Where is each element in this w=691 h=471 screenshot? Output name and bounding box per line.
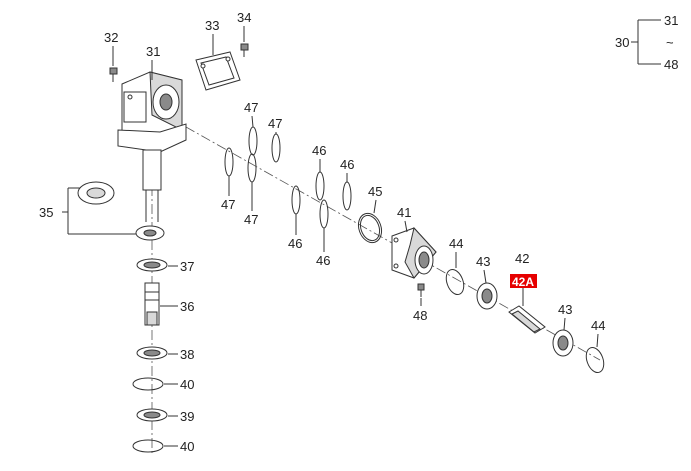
highlight-42a-box	[510, 274, 537, 288]
bearing-38	[136, 346, 168, 360]
shims-46	[291, 171, 352, 229]
callout-47-d: 47	[244, 212, 258, 227]
bearing-43-upper	[476, 282, 498, 310]
callout-44-lower: 44	[591, 318, 605, 333]
snap-ring-40-lower	[132, 439, 164, 453]
callout-35: 35	[39, 205, 53, 220]
callout-43-lower: 43	[558, 302, 572, 317]
cover-plate-33	[195, 51, 241, 91]
callout-31: 31	[146, 44, 160, 59]
o-ring-45	[357, 212, 383, 244]
bearing-37	[136, 258, 168, 272]
bolt-48	[417, 283, 425, 297]
snap-ring-44-upper	[445, 268, 465, 296]
callout-42: 42	[515, 251, 529, 266]
range-group-bracket: 30 31 ~ 48	[615, 13, 678, 72]
callout-47-b: 47	[268, 116, 282, 131]
callout-48: 48	[413, 308, 427, 323]
callout-range-to: 48	[664, 57, 678, 72]
callout-41: 41	[397, 205, 411, 220]
callout-46-d: 46	[316, 253, 330, 268]
callout-30: 30	[615, 35, 629, 50]
bearing-39	[136, 408, 168, 422]
bearing-43-lower	[552, 329, 574, 357]
shims-47	[224, 126, 281, 183]
callout-38: 38	[180, 347, 194, 362]
callout-36: 36	[180, 299, 194, 314]
range-tilde: ~	[666, 35, 674, 50]
callout-47-c: 47	[221, 197, 235, 212]
callout-37: 37	[180, 259, 194, 274]
callout-42a: 42A	[512, 275, 534, 289]
bearing-housing-41	[391, 226, 437, 279]
callout-39: 39	[180, 409, 194, 424]
callout-34: 34	[237, 10, 251, 25]
vertical-shaft-36	[144, 282, 160, 326]
snap-ring-44-lower	[585, 346, 605, 374]
bolt-32	[109, 67, 118, 82]
callout-43-upper: 43	[476, 254, 490, 269]
bevel-gear-35-upper	[77, 181, 115, 205]
callout-46-b: 46	[340, 157, 354, 172]
bevel-gear-35-lower	[135, 225, 165, 241]
callout-46-c: 46	[288, 236, 302, 251]
bolt-34	[240, 43, 249, 57]
callout-45: 45	[368, 184, 382, 199]
callout-40-upper: 40	[180, 377, 194, 392]
callout-33: 33	[205, 18, 219, 33]
snap-ring-40-upper	[132, 377, 164, 391]
output-shaft-42	[508, 305, 546, 334]
callout-46-a: 46	[312, 143, 326, 158]
callout-range-from: 31	[664, 13, 678, 28]
callout-47-a: 47	[244, 100, 258, 115]
gearbox-housing	[117, 71, 187, 222]
callout-32: 32	[104, 30, 118, 45]
callout-40-lower: 40	[180, 439, 194, 454]
callout-44-upper: 44	[449, 236, 463, 251]
